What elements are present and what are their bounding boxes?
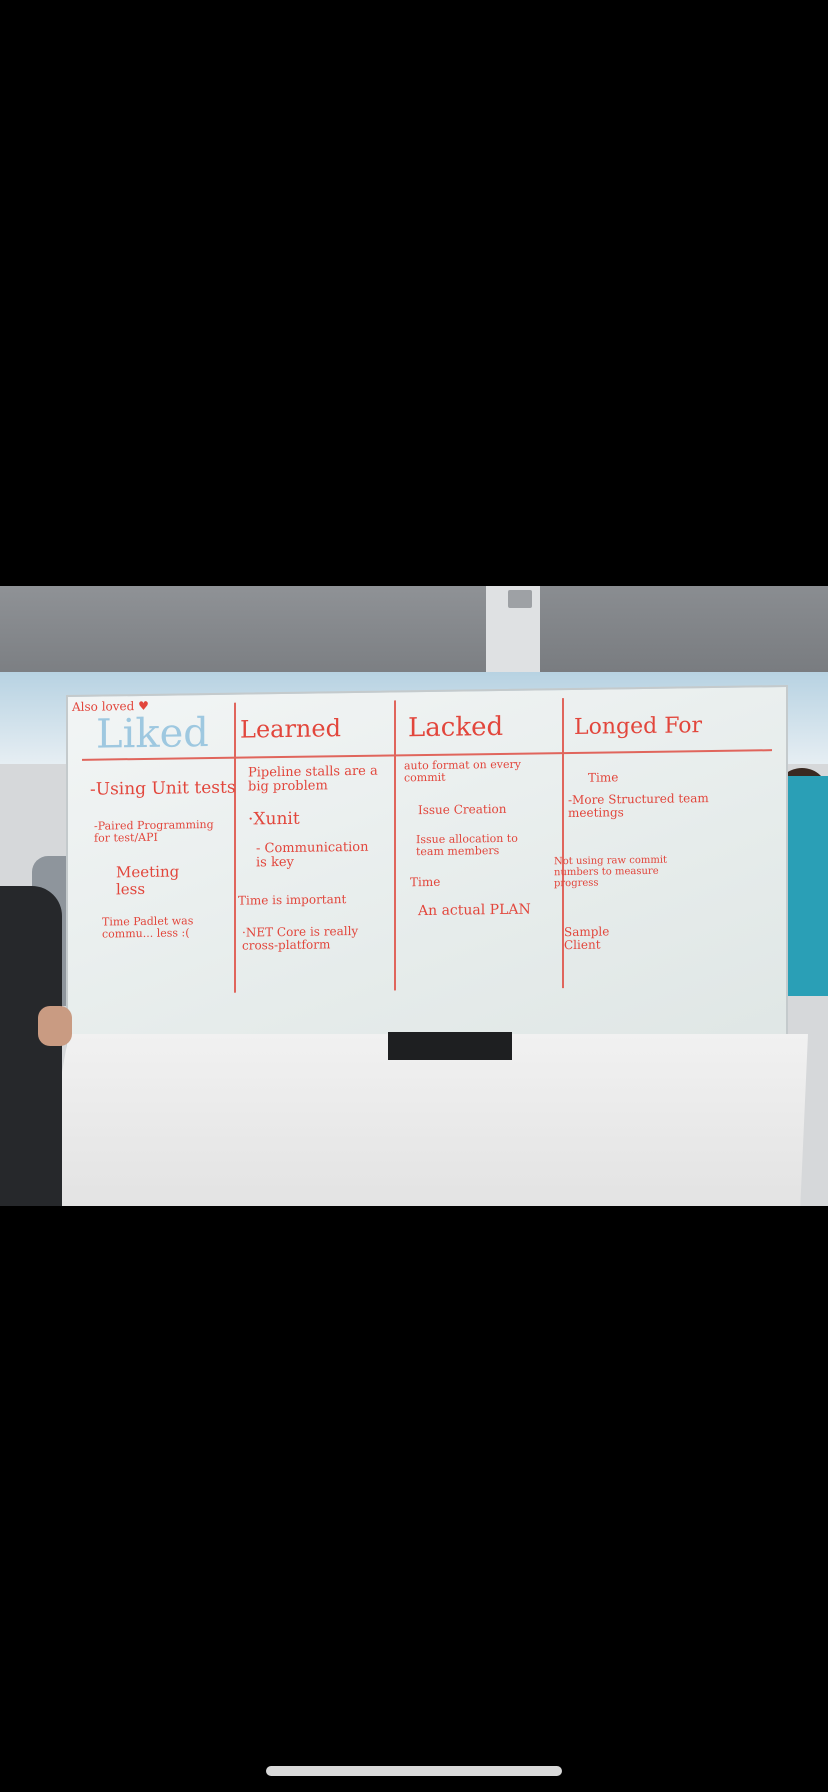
whiteboard: Also loved ♥ Liked -Using Unit tests -Pa…: [66, 684, 788, 1074]
note-item: Time: [410, 874, 441, 890]
note-item: auto format on every commit: [404, 757, 521, 785]
hand: [38, 1006, 72, 1046]
note-item: ·Xunit: [248, 808, 300, 830]
note-item: Meeting less: [116, 862, 180, 898]
note-item: -Paired Programming for test/API: [94, 817, 214, 845]
column-divider: [394, 700, 396, 991]
column-heading: Learned: [240, 714, 341, 744]
ceiling: [0, 586, 486, 672]
column-heading: Lacked: [408, 711, 504, 744]
column-heading: Longed For: [574, 713, 703, 740]
note-item: Issue allocation to team members: [416, 831, 518, 859]
column-heading: Liked: [96, 710, 209, 758]
note-item: -Using Unit tests: [90, 777, 236, 800]
whiteboard-photo: Also loved ♥ Liked -Using Unit tests -Pa…: [0, 586, 828, 1206]
note-item: An actual PLAN: [418, 901, 531, 920]
note-item: - Communication is key: [256, 839, 369, 871]
wall-sensor: [508, 590, 532, 608]
note-item: Time is important: [238, 892, 347, 908]
note-item: -More Structured team meetings: [568, 791, 709, 821]
note-item: Issue Creation: [418, 801, 507, 818]
note-item: Time Padlet was commu... less :(: [102, 914, 194, 941]
note-item: Not using raw commit numbers to measure …: [554, 854, 668, 890]
cabinet: [38, 1034, 808, 1206]
note-item: Pipeline stalls are a big problem: [248, 763, 378, 795]
person-left: [0, 886, 62, 1206]
ceiling: [540, 586, 828, 672]
note-item: Sample Client: [564, 924, 610, 953]
column-divider: [234, 702, 236, 993]
note-item: ·NET Core is really cross-platform: [242, 923, 359, 953]
cabinet-slot: [388, 1032, 512, 1060]
home-indicator[interactable]: [266, 1766, 562, 1776]
note-item: Time: [588, 770, 619, 785]
